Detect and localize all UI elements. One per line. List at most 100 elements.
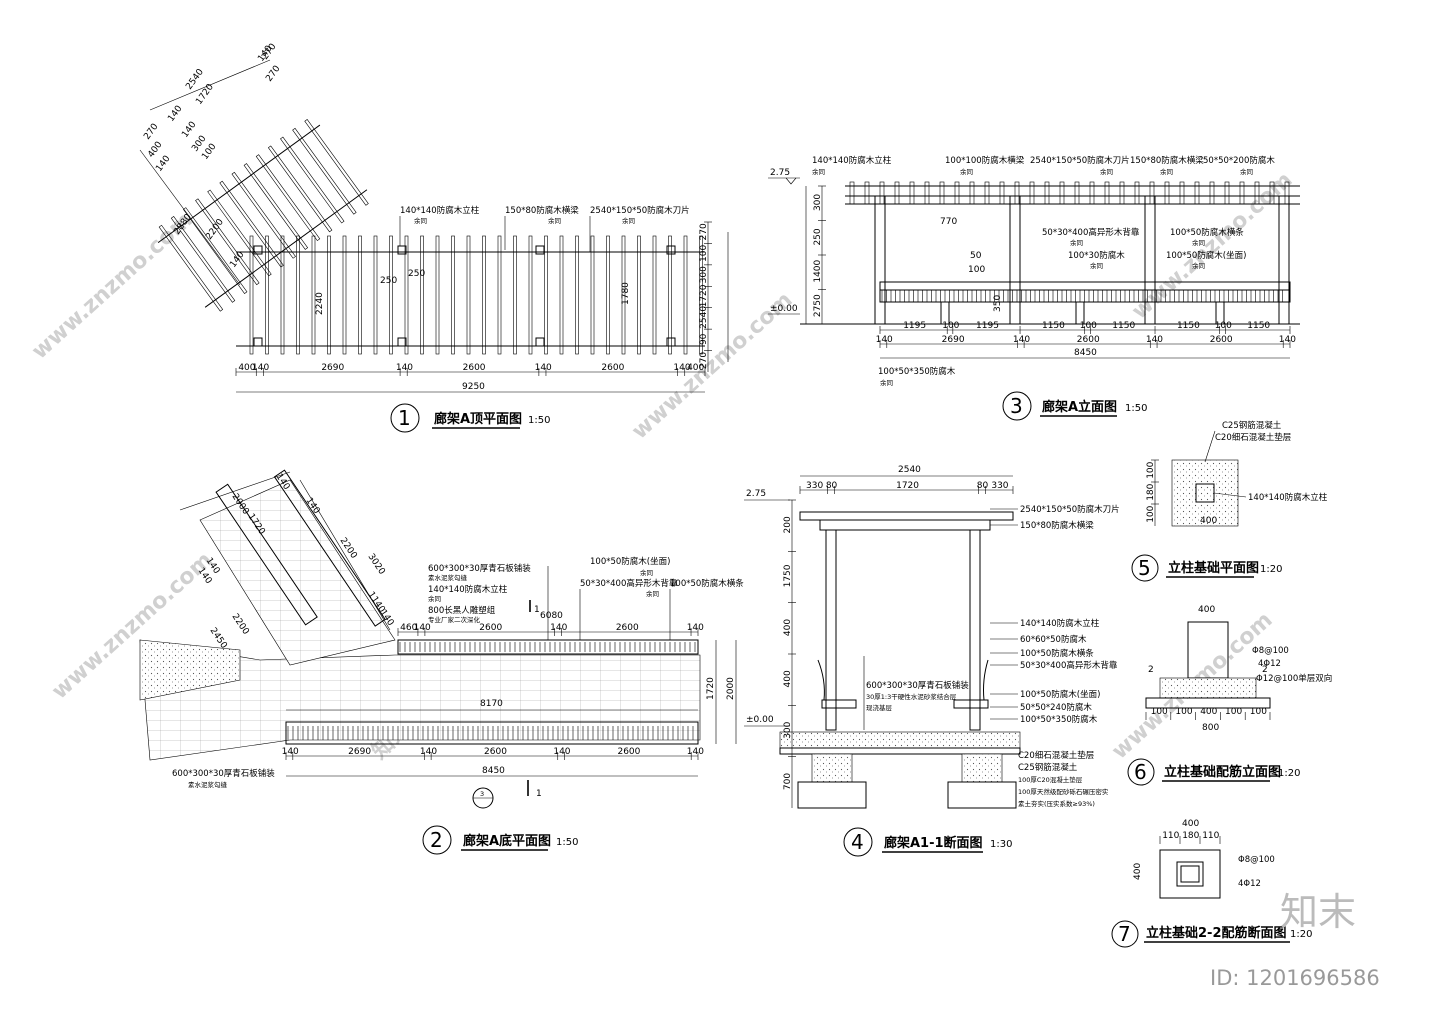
sec-total-top: 2540 (898, 465, 921, 475)
dim-label: 270 (699, 223, 709, 240)
callout-sculpture: 800长黑人雕塑组 (428, 605, 496, 616)
dim-label: 2600 (616, 623, 639, 633)
blade-end (1149, 181, 1155, 205)
e-callout-post: 140*140防腐木立柱 (812, 155, 892, 166)
dim-label: 1195 (976, 321, 999, 331)
dim-label: 140 (553, 747, 570, 757)
e-same-8: 余同 (1192, 238, 1205, 247)
dim-label: 140 (252, 363, 269, 373)
rafter (559, 235, 564, 355)
dim-line (299, 479, 391, 631)
blade-end (849, 181, 855, 205)
e-callout-blade: 2540*150*50防腐木刀片 (1030, 155, 1130, 166)
e-same-1: 余同 (812, 167, 825, 176)
sec-callout: 140*140防腐木立柱 (1020, 618, 1100, 629)
view-3-elevation: 2.75 ±0.00 140*140防腐木立柱 余同 100*100防腐木横梁 … (768, 155, 1300, 421)
wing-rafter (243, 163, 309, 250)
rafter (528, 235, 533, 355)
rafter (482, 235, 486, 355)
view-6-title: 立柱基础配筋立面图 (1164, 764, 1281, 780)
f5-note-3: 140*140防腐木立柱 (1248, 492, 1328, 503)
dim-label: 2600 (601, 363, 624, 373)
view-1-title: 廊架A顶平面图 (434, 411, 522, 427)
view-4-number: 4 (851, 830, 864, 854)
rafter (249, 235, 254, 355)
dim-label: 100 (1175, 707, 1192, 717)
dim-label: 90 (699, 333, 709, 345)
f5-note-2: C20细石混凝土垫层 (1215, 432, 1291, 443)
rafter (265, 235, 269, 355)
dim-label: 100 (1215, 321, 1232, 331)
view-6-number: 6 (1134, 760, 1147, 784)
angled-dim: 270 (264, 64, 282, 84)
sec-left-note: 现浇基层 (866, 703, 893, 712)
section-mark-bottom: 1 (536, 789, 542, 799)
dim-label: 100 (942, 321, 959, 331)
dim-label: 100 (1250, 707, 1267, 717)
roof-rafters (249, 235, 703, 355)
sec-base-note: C25钢筋混凝土 (1018, 762, 1078, 773)
dim-label: 2690 (942, 335, 965, 345)
wing-rafter (280, 136, 345, 224)
index-mark: 3 (480, 790, 484, 798)
level-top-3: 2.75 (770, 168, 790, 178)
sec-footing-right (961, 753, 1003, 783)
rafter (466, 235, 471, 355)
dim-label: 1150 (1177, 321, 1200, 331)
f7-note-2: 4Φ12 (1238, 879, 1261, 889)
post-1 (253, 245, 263, 255)
e-callout-back: 50*30*400高异形木背靠 (1042, 227, 1140, 238)
blade-end (909, 181, 915, 205)
bench-slats (287, 642, 696, 740)
sec-post-right (969, 529, 981, 731)
e-callout-slat: 100*50防腐木横条 (1170, 227, 1244, 238)
watermark-4: www.znzmo.com (1127, 168, 1297, 325)
elev-seat-slats (881, 290, 1283, 325)
angled-dim-2: 2200 (230, 612, 251, 637)
view-1-bubble (390, 403, 420, 433)
dim-label: 140 (396, 363, 413, 373)
e-same-7: 余同 (1090, 261, 1103, 270)
sec-footing-left (811, 753, 853, 783)
callout-vendor: 专业厂家二次深化 (428, 615, 481, 624)
rafter (280, 235, 285, 355)
blade-end (1059, 181, 1065, 205)
sec-callouts: 2540*150*50防腐木刀片150*80防腐木横梁140*140防腐木立柱6… (990, 504, 1120, 725)
blade-end (1074, 181, 1080, 205)
rafter (497, 235, 502, 355)
angled-dim: 140 (154, 154, 172, 174)
f6-dim-800: 800 (1202, 723, 1219, 733)
dim-label: 460 (400, 623, 417, 633)
dim-label: 1400 (813, 259, 823, 282)
sec-base-note: 100厚C20混凝土垫层 (1018, 775, 1083, 784)
wing-rafter (255, 154, 321, 242)
blade-end (1194, 181, 1200, 205)
sec-beam (819, 519, 991, 531)
blade-end (1254, 181, 1260, 205)
dim-label: 330 (991, 481, 1008, 491)
angled-dim: 1720 (194, 82, 216, 107)
blade-end (1089, 181, 1095, 205)
blade-end (864, 181, 870, 205)
view-2-title: 廊架A底平面图 (463, 833, 551, 849)
bench-bottom (285, 721, 699, 745)
blade-end (939, 181, 945, 205)
sec-base-note: 100厚天然级配砂砾石碾压密实 (1018, 787, 1109, 796)
view-4-bubble (843, 827, 873, 857)
dim-label: 2600 (617, 747, 640, 757)
dim-label: 1750 (783, 564, 793, 587)
dim-line (149, 59, 271, 111)
f6-cut-right: 2 (1262, 665, 1268, 675)
planting-bed (139, 639, 241, 701)
f7-note-1: Φ8@100 (1238, 855, 1275, 865)
